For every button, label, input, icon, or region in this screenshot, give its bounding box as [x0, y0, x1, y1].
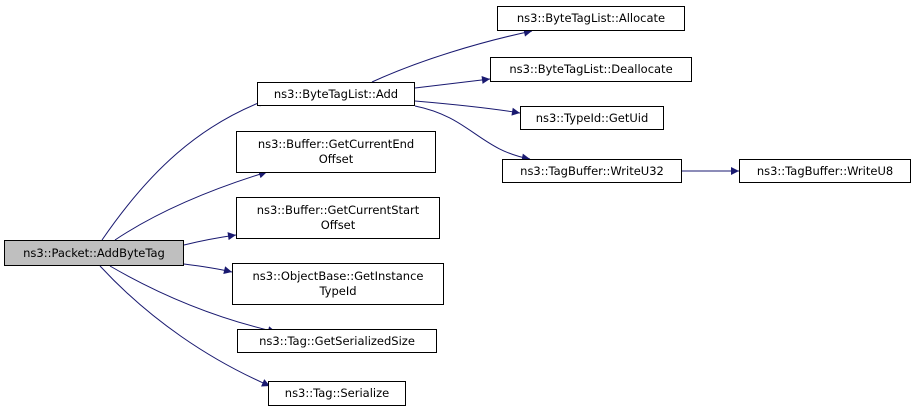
- node-byte-tag-list-add[interactable]: ns3::ByteTagList::Add: [257, 82, 415, 106]
- call-edge-byte-tag-list-add-to-byte-tag-list-allocate: [371, 28, 533, 83]
- node-tag-buffer-write-u8[interactable]: ns3::TagBuffer::WriteU8: [739, 159, 911, 183]
- call-edge-add-byte-tag-to-tag-serialize: [99, 265, 271, 387]
- call-edge-byte-tag-list-add-to-type-id-get-uid: [414, 100, 521, 116]
- node-byte-tag-list-allocate[interactable]: ns3::ByteTagList::Allocate: [497, 6, 685, 31]
- node-label-line: ns3::TypeId::GetUid: [535, 110, 649, 125]
- node-label-line: ns3::ObjectBase::GetInstance: [252, 269, 424, 283]
- node-byte-tag-list-deallocate[interactable]: ns3::ByteTagList::Deallocate: [490, 57, 692, 82]
- node-label-line: TypeId: [319, 284, 357, 298]
- call-edge-byte-tag-list-add-to-byte-tag-list-deallocate: [414, 75, 491, 89]
- node-packet-add-byte-tag: ns3::Packet::AddByteTag: [4, 240, 184, 266]
- call-edge-byte-tag-list-add-to-tag-buffer-write-u32: [414, 105, 531, 162]
- node-label-line: ns3::TagBuffer::WriteU8: [756, 163, 894, 178]
- call-edge-add-byte-tag-to-get-current-start-offset: [183, 232, 237, 246]
- call-edge-add-byte-tag-to-get-instance-type-id: [183, 263, 233, 275]
- node-label-line: ns3::Buffer::GetCurrentStart: [256, 203, 420, 217]
- node-buffer-get-current-start-offset[interactable]: ns3::Buffer::GetCurrentStart Offset: [236, 197, 440, 239]
- node-label-line: Offset: [320, 218, 356, 232]
- call-edge-add-byte-tag-to-byte-tag-list-add: [101, 99, 267, 241]
- node-buffer-get-current-end-offset[interactable]: ns3::Buffer::GetCurrentEnd Offset: [236, 131, 436, 173]
- node-tag-get-serialized-size[interactable]: ns3::Tag::GetSerializedSize: [237, 329, 437, 353]
- call-edge-add-byte-tag-to-get-serialized-size: [109, 265, 277, 335]
- node-type-id-get-uid[interactable]: ns3::TypeId::GetUid: [520, 106, 664, 130]
- node-tag-serialize[interactable]: ns3::Tag::Serialize: [268, 381, 406, 406]
- node-tag-buffer-write-u32[interactable]: ns3::TagBuffer::WriteU32: [502, 159, 682, 183]
- node-label-line: Offset: [318, 152, 354, 166]
- node-label-line: ns3::Tag::GetSerializedSize: [259, 333, 415, 348]
- node-label-line: ns3::ByteTagList::Allocate: [516, 11, 666, 25]
- node-label-line: ns3::Buffer::GetCurrentEnd: [257, 137, 415, 151]
- node-label-line: ns3::Tag::Serialize: [284, 386, 390, 400]
- call-edge-add-byte-tag-to-get-current-end-offset: [114, 170, 268, 241]
- node-label-line: ns3::Packet::AddByteTag: [23, 245, 165, 260]
- node-label-line: ns3::TagBuffer::WriteU32: [520, 163, 664, 178]
- node-label-line: ns3::ByteTagList::Deallocate: [509, 62, 673, 76]
- node-object-base-get-instance-type-id[interactable]: ns3::ObjectBase::GetInstance TypeId: [232, 263, 444, 305]
- node-label-line: ns3::ByteTagList::Add: [273, 86, 399, 101]
